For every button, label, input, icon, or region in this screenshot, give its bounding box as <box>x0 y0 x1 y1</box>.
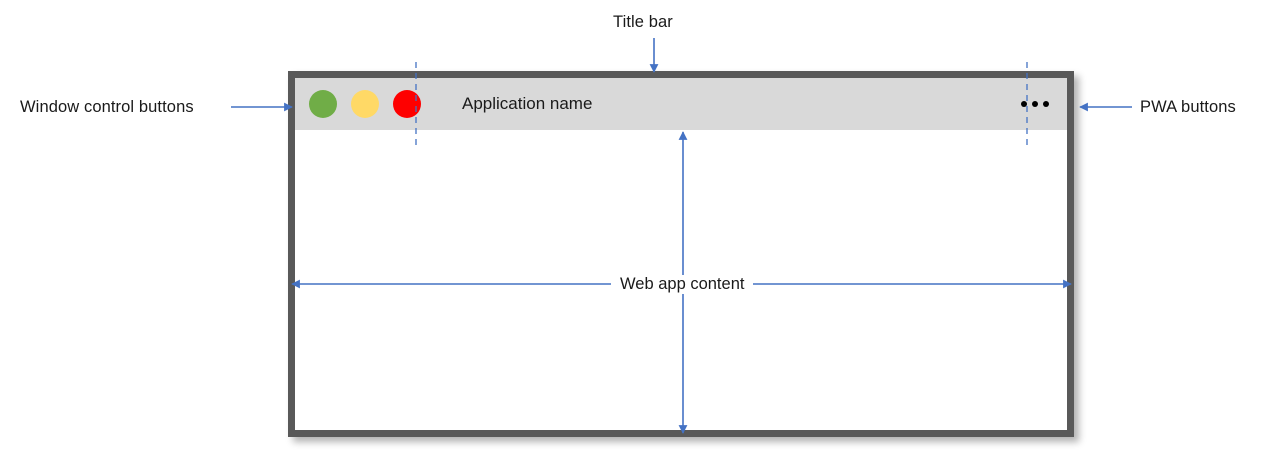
window-control-yellow-button[interactable] <box>351 90 379 118</box>
window-control-buttons[interactable] <box>295 90 421 118</box>
pwa-menu-ellipsis-icon[interactable] <box>1018 97 1052 111</box>
title-bar: Application name <box>295 78 1067 130</box>
annotation-label-pwa-buttons: PWA buttons <box>1140 98 1236 116</box>
ellipsis-dot-3 <box>1043 101 1049 107</box>
window-control-red-button[interactable] <box>393 90 421 118</box>
annotation-label-web-app-content: Web app content <box>611 275 754 294</box>
application-name-title: Application name <box>462 94 593 113</box>
application-window: Application name <box>288 71 1074 437</box>
window-control-green-button[interactable] <box>309 90 337 118</box>
annotation-label-title-bar: Title bar <box>613 13 673 31</box>
ellipsis-dot-1 <box>1021 101 1027 107</box>
ellipsis-dot-2 <box>1032 101 1038 107</box>
annotation-label-window-control-buttons: Window control buttons <box>20 98 194 116</box>
